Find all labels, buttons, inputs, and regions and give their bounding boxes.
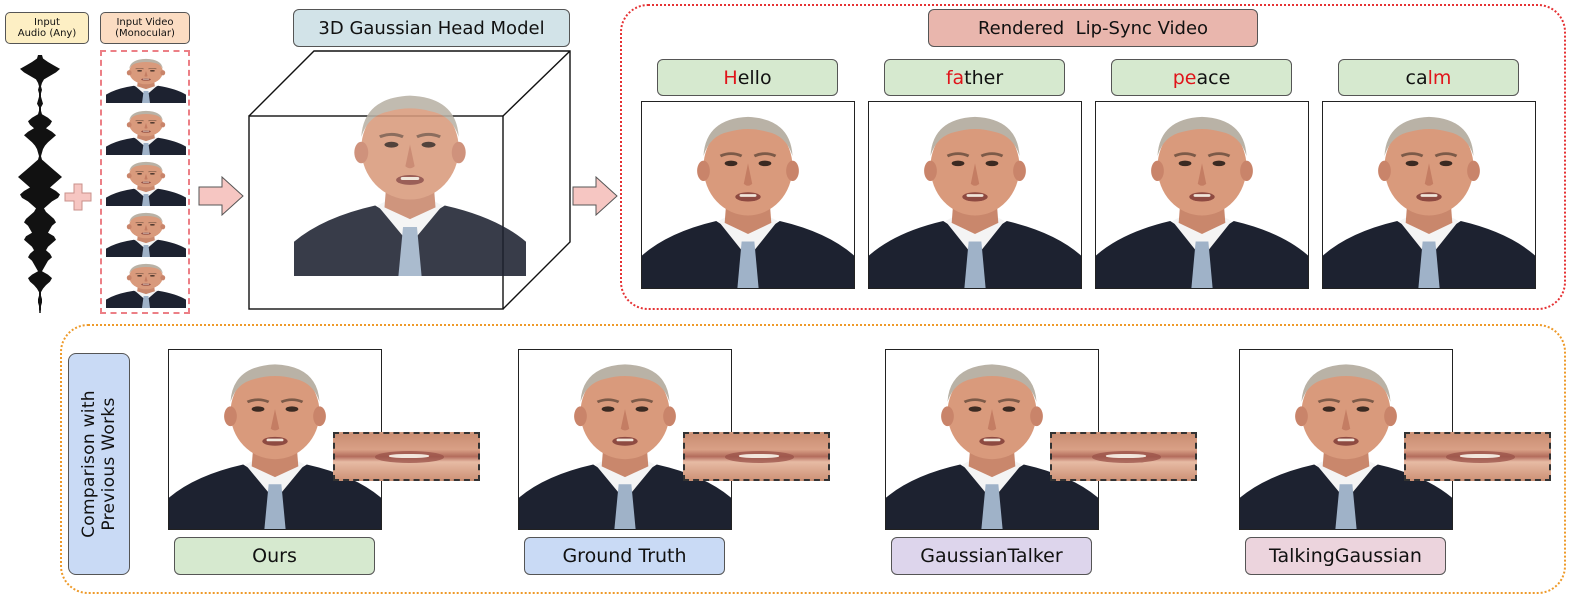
method-label-text: Ground Truth [562,545,687,567]
gaussian-head-render [294,80,526,276]
word-highlight: fa [945,66,965,89]
method-label: TalkingGaussian [1245,537,1446,575]
rendered-video-group [620,4,1566,310]
input-video-label-line1: Input Video [116,17,174,28]
comparison-group [60,324,1566,594]
mouth-zoom-crop [333,432,480,481]
comparison-label-line2: Previous Works [99,397,120,531]
comparison-label-line1: Comparison with [79,390,100,538]
input-video-frame [106,107,186,155]
input-video-frame [106,209,186,257]
method-label: Ours [174,537,375,575]
rendered-frame [1095,101,1309,289]
input-video-frame [106,55,186,103]
word-rest: ello [737,66,772,89]
plus-icon [64,183,92,211]
method-label-text: Ours [252,545,297,567]
mouth-zoom-crop [1404,432,1551,481]
input-audio-label: Input Audio (Any) [5,12,89,44]
input-video-label-line2: (Monocular) [115,28,175,39]
method-label-text: TalkingGaussian [1269,545,1422,567]
rendered-frame [641,101,855,289]
input-audio-label-line2: Audio (Any) [17,28,77,39]
input-video-frames-box [100,50,190,314]
audio-waveform [18,55,62,313]
method-label: Ground Truth [524,537,725,575]
comparison-side-label: Comparison with Previous Works [68,353,130,575]
teeth [739,453,780,458]
rendered-frame [1322,101,1536,289]
arrow-right-icon [198,176,244,216]
method-label: GaussianTalker [891,537,1092,575]
mouth-zoom-crop [1050,432,1197,481]
input-video-frame [106,260,186,308]
teeth [1106,453,1147,458]
word-highlight: H [723,66,738,89]
rendered-title-text: Rendered Lip-Sync Video [977,17,1209,39]
input-video-label: Input Video (Monocular) [100,12,190,44]
teeth [389,453,430,458]
input-audio-label-line1: Input [34,17,60,28]
word-prefix: ca [1405,66,1428,89]
model-title: 3D Gaussian Head Model [293,9,570,47]
arrow-right-icon [572,176,618,216]
teeth [1460,453,1501,458]
rendered-title: Rendered Lip-Sync Video [928,9,1258,47]
word-rest: ace [1196,66,1231,89]
input-video-frame [106,158,186,206]
word-highlight: pe [1172,66,1197,89]
mouth-zoom-crop [683,432,830,481]
rendered-frame [868,101,1082,289]
method-label-text: GaussianTalker [920,545,1063,567]
word-rest: ther [964,66,1004,89]
model-title-text: 3D Gaussian Head Model [318,17,545,39]
word-highlight: lm [1427,66,1452,89]
